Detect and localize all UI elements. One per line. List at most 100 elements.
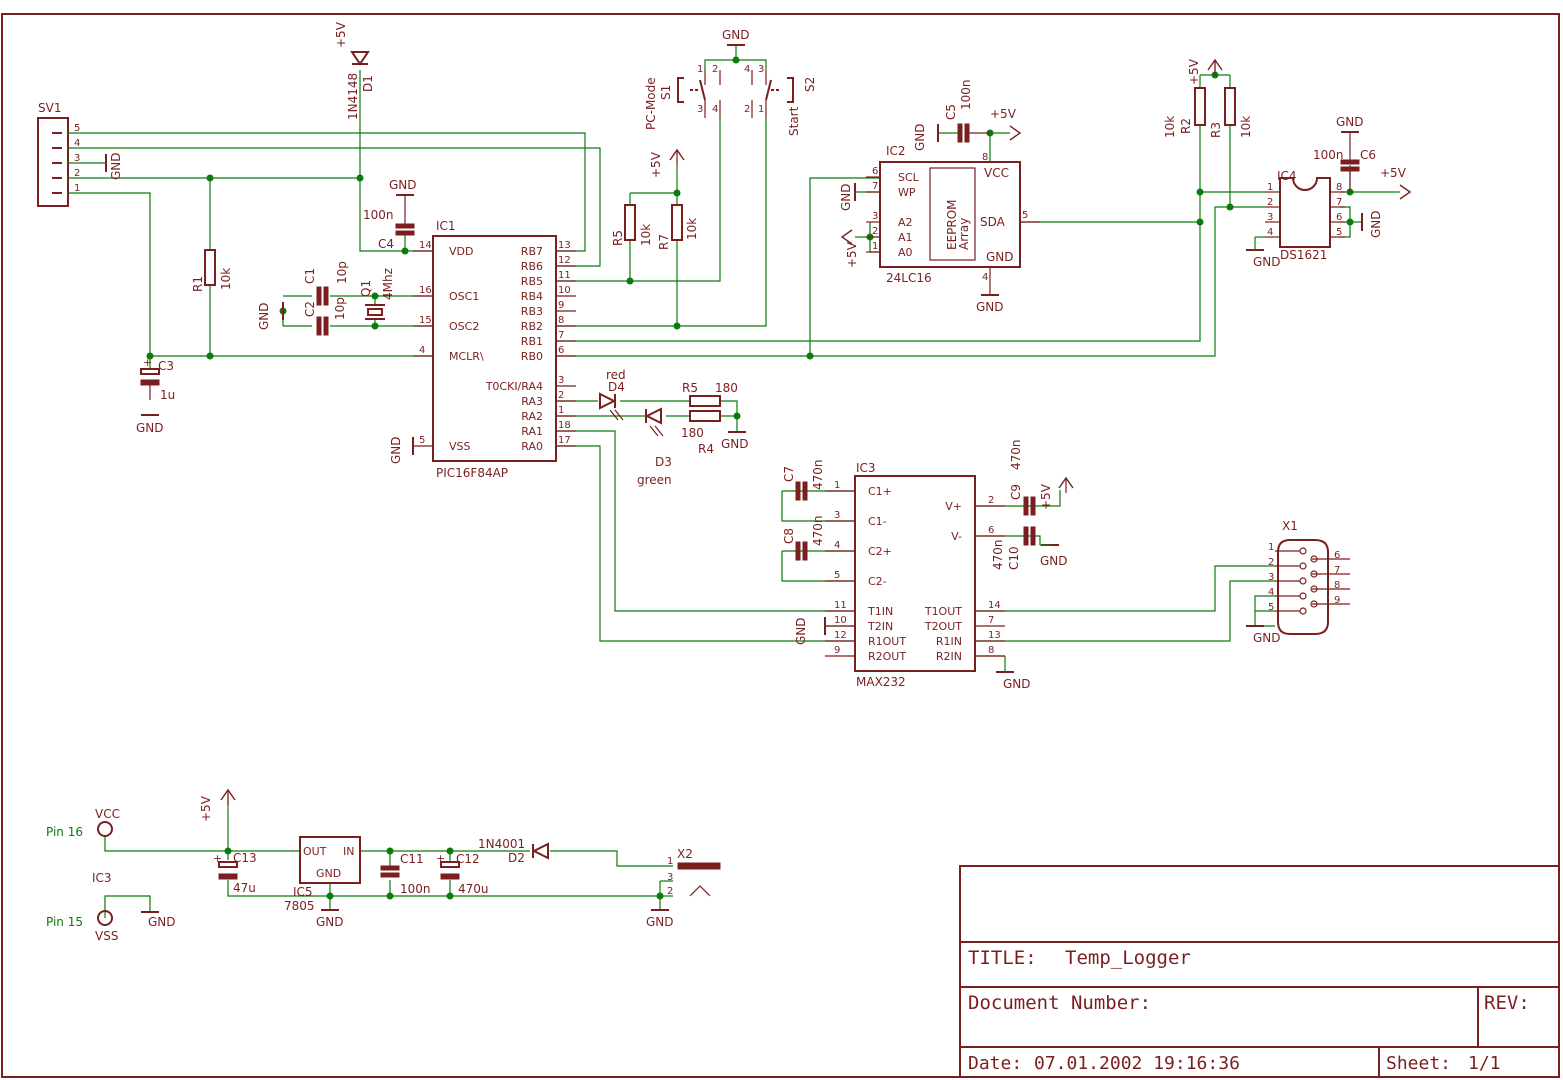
s1-pin-4: 4 [712, 104, 718, 115]
p5v-label: +5V [199, 795, 213, 822]
gnd-label: GND [1369, 210, 1383, 238]
eeprom-label: EEPROM [945, 199, 959, 250]
ic3-pin-11-name: T1IN [867, 605, 893, 618]
c5-label: C5 [944, 104, 958, 120]
test-point-vss: VSS Pin 15 [46, 910, 118, 943]
c4-label: C4 [378, 237, 394, 251]
capacitor-c10: 470n C10 [991, 526, 1036, 570]
r5b-label: R5 [682, 381, 698, 395]
ic2-pin-1-name: A0 [898, 246, 913, 259]
ic3-pin-1-name: C1+ [868, 485, 892, 498]
diode-d1: +5V 1N4148 D1 [334, 21, 375, 120]
capacitor-c5: C5 100n [944, 79, 990, 143]
x1-pin-4-num: 4 [1268, 587, 1274, 598]
c4-value: 100n [363, 208, 394, 222]
regulator-ic5: OUT IN GND IC5 7805 [284, 836, 361, 913]
d4-label: D4 [608, 380, 625, 394]
wires [68, 45, 1400, 918]
ic1-pin-13-num: 13 [558, 240, 571, 251]
c13-value: 47u [233, 881, 256, 895]
sv1-pin-2-num: 2 [74, 168, 80, 179]
q1-label: Q1 [359, 280, 373, 297]
capacitor-c13: + C13 47u [213, 851, 257, 895]
gnd-label: GND [389, 436, 403, 464]
ic1-pin-12-name: RB6 [521, 260, 543, 273]
ic3-pin-2-name: V+ [945, 500, 962, 513]
resistor-r2: 10k R2 [1163, 87, 1206, 138]
r2-label: R2 [1179, 118, 1193, 134]
r1-value: 10k [219, 268, 233, 290]
document-number-label: Document Number: [968, 992, 1151, 1014]
d3-label: D3 [655, 455, 672, 469]
sheet-frame [1, 13, 1560, 1078]
ic3-pin-11-num: 11 [834, 600, 847, 611]
c12-value: 470u [458, 882, 489, 896]
capacitor-c12: + C12 470u [436, 852, 489, 896]
r3-value: 10k [1239, 116, 1253, 138]
x1-pin-contact [1310, 570, 1318, 578]
s1-label: S1 [659, 85, 673, 100]
d1-label: D1 [361, 75, 375, 92]
ic4-pin-4-num: 4 [1267, 227, 1273, 238]
led-d4: red D4 [599, 368, 626, 421]
arrow-right-icon [1009, 125, 1022, 141]
c7-value: 470n [811, 459, 825, 490]
ic1-pin-7-name: RB1 [521, 335, 543, 348]
resistor-r3: R3 10k [1209, 87, 1253, 138]
ic3-pin-2-num: 2 [988, 495, 994, 506]
led-d3: D3 green [637, 407, 672, 487]
x2-pin-1: 1 [667, 856, 673, 867]
r5a-label: R5 [611, 230, 625, 246]
ic2-pin-sda-name: SDA [980, 215, 1006, 229]
x1-pin-2-num: 2 [1268, 557, 1274, 568]
ic3-pin-4-num: 4 [834, 540, 840, 551]
capacitor-c3: + C3 1u [140, 356, 175, 402]
ic3-pin-14-name: T1OUT [924, 605, 962, 618]
c13-label: C13 [233, 851, 257, 865]
ic2-pin-4-num: 4 [982, 272, 988, 283]
ic1-pin-14-num: 14 [419, 240, 432, 251]
x1-pin-contact [1299, 562, 1307, 570]
gnd-label: GND [794, 617, 808, 645]
s1-pin-1: 1 [697, 64, 703, 75]
ic1-pin-16-num: 16 [419, 285, 432, 296]
sv1-pin-3-num: 3 [74, 153, 80, 164]
title-label: TITLE: [968, 947, 1037, 969]
c5-value: 100n [959, 79, 973, 110]
r1-label: R1 [191, 276, 205, 292]
ic4-pin-6-num: 6 [1336, 212, 1342, 223]
ic1-pin-18-name: RA1 [521, 425, 543, 438]
svg-text:+: + [213, 852, 222, 865]
gnd-label: GND [1336, 115, 1364, 129]
sv1-label: SV1 [38, 101, 61, 115]
ic1-pin-17-num: 17 [558, 435, 571, 446]
ic4-value: DS1621 [1280, 248, 1327, 262]
x1-pin-contact [1299, 592, 1307, 600]
s2-pin-2: 2 [744, 104, 750, 115]
ic1-pin-9-name: RB3 [521, 305, 543, 318]
p5v-label-d1: +5V [334, 21, 348, 48]
capacitor-c11: C11 100n [380, 852, 431, 896]
sv1-pin-1-num: 1 [74, 183, 80, 194]
ic2-pin-7-num: 7 [872, 181, 878, 192]
ic3-pin-6-num: 6 [988, 525, 994, 536]
q1-value: 4Mhz [381, 268, 395, 300]
s2-pin-1: 1 [758, 104, 764, 115]
ic3-pin-9-num: 9 [834, 645, 840, 656]
ic1-pin-10-num: 10 [558, 285, 571, 296]
x1-pin-contact [1299, 577, 1307, 585]
ic3-pin-5-name: C2- [868, 575, 887, 588]
c11-value: 100n [400, 882, 431, 896]
ic3-pin-12-num: 12 [834, 630, 847, 641]
ic4-pin-8-num: 8 [1336, 182, 1342, 193]
c3-value: 1u [160, 388, 175, 402]
ic5-pin-in: IN [343, 845, 354, 858]
ic3-pin-5-num: 5 [834, 570, 840, 581]
ic3-pin-8-name: R2IN [936, 650, 962, 663]
x1-pin-contact [1310, 585, 1318, 593]
ic4-pin-5-num: 5 [1336, 227, 1342, 238]
svg-text:+: + [143, 356, 152, 369]
x1-pin-contact [1310, 600, 1318, 608]
